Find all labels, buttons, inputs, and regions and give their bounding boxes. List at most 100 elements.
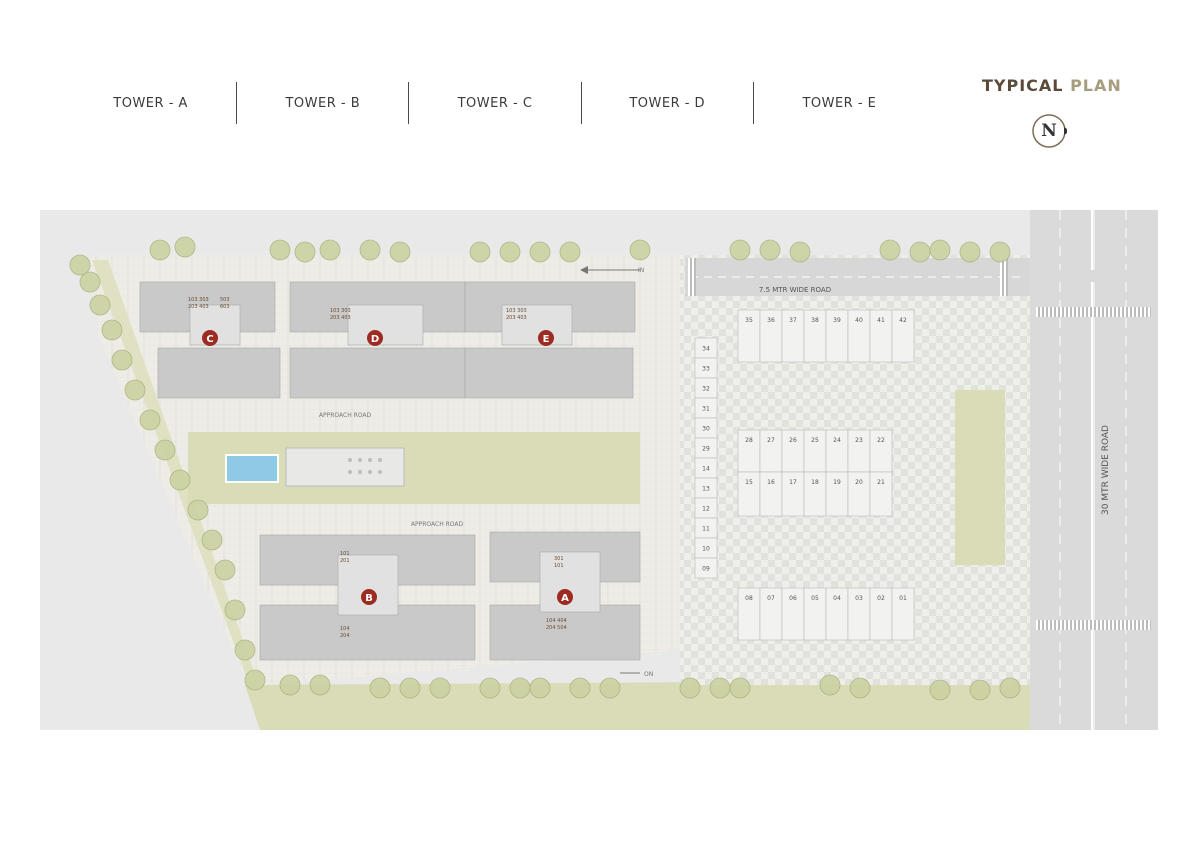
shop-number: 26: [789, 437, 797, 444]
tower-marker-c[interactable]: C: [202, 330, 218, 346]
shop-number: 09: [702, 566, 710, 573]
tree-icon: [309, 674, 331, 696]
tree-icon: [124, 379, 146, 401]
tower-c-block: [139, 281, 281, 399]
tree-icon: [187, 499, 209, 521]
shop-number: 17: [789, 479, 797, 486]
title-word-typical: TYPICAL: [982, 76, 1064, 95]
tree-icon: [989, 241, 1011, 263]
svg-text:204 504: 204 504: [546, 625, 567, 631]
road-7-5m-label: 7.5 MTR WIDE ROAD: [759, 286, 831, 294]
tree-icon: [709, 677, 731, 699]
tower-b-block: [259, 534, 476, 661]
tab-tower-a[interactable]: TOWER - A: [65, 82, 238, 124]
south-lawn: [245, 680, 1030, 730]
tab-tower-d[interactable]: TOWER - D: [582, 82, 754, 124]
svg-text:201: 201: [340, 558, 350, 564]
shop-number: 04: [833, 595, 841, 602]
title-word-plan: PLAN: [1070, 76, 1122, 95]
shop-number: 07: [767, 595, 775, 602]
tab-tower-b[interactable]: TOWER - B: [237, 82, 410, 124]
shop-number: 18: [811, 479, 819, 486]
shop-number: 10: [702, 546, 710, 553]
north-compass-icon: [1032, 114, 1067, 148]
tower-tabs: TOWER - A TOWER - B TOWER - C TOWER - D …: [65, 82, 925, 124]
tower-marker-b[interactable]: B: [361, 589, 377, 605]
exit-arrow-south: ON: [620, 671, 653, 678]
tree-icon: [469, 241, 491, 263]
shop-unit[interactable]: [694, 557, 718, 579]
shop-number: 02: [877, 595, 885, 602]
compass-letter: N: [1041, 121, 1057, 141]
svg-text:204: 204: [340, 633, 350, 639]
svg-text:103 303: 103 303: [506, 308, 527, 314]
tree-icon: [529, 241, 551, 263]
clubhouse: [285, 447, 405, 487]
tree-icon: [139, 409, 161, 431]
tree-icon: [789, 241, 811, 263]
tab-tower-c[interactable]: TOWER - C: [409, 82, 582, 124]
svg-text:103 303: 103 303: [188, 297, 209, 303]
tree-icon: [499, 241, 521, 263]
shop-number: 39: [833, 317, 841, 324]
svg-text:104 404: 104 404: [546, 618, 567, 624]
shop-number: 33: [702, 366, 710, 373]
tree-icon: [759, 239, 781, 261]
svg-text:503: 503: [220, 297, 230, 303]
entry-arrow-north: IN: [580, 266, 644, 274]
tree-icon: [69, 254, 91, 276]
shop-number: 16: [767, 479, 775, 486]
tree-icon: [399, 677, 421, 699]
svg-text:203 403: 203 403: [188, 304, 209, 310]
shop-number: 38: [811, 317, 819, 324]
shop-unit[interactable]: [891, 587, 915, 641]
tab-tower-e[interactable]: TOWER - E: [802, 95, 877, 111]
trees: [69, 236, 1021, 701]
shop-number: 11: [702, 526, 710, 533]
shop-number: 34: [702, 346, 710, 353]
tower-marker-d[interactable]: D: [367, 330, 383, 346]
shop-number: 05: [811, 595, 819, 602]
shop-number: 08: [745, 595, 753, 602]
shop-number: 23: [855, 437, 863, 444]
clubhouse-seating: [348, 458, 382, 474]
shop-number: 01: [899, 595, 907, 602]
tree-icon: [154, 439, 176, 461]
tower-marker-b-label: B: [365, 593, 373, 604]
tower-marker-a[interactable]: A: [557, 589, 573, 605]
shop-number: 36: [767, 317, 775, 324]
tree-icon: [909, 241, 931, 263]
tree-icon: [111, 349, 133, 371]
tree-icon: [729, 677, 751, 699]
svg-text:203 403: 203 403: [506, 315, 527, 321]
tower-marker-e[interactable]: E: [538, 330, 554, 346]
tree-icon: [679, 677, 701, 699]
shop-unit[interactable]: [891, 309, 915, 363]
svg-text:101: 101: [340, 551, 350, 557]
shop-unit[interactable]: [869, 471, 893, 517]
tree-icon: [969, 679, 991, 701]
tree-icon: [369, 677, 391, 699]
tree-icon: [389, 241, 411, 263]
shop-number: 32: [702, 386, 710, 393]
tree-icon: [89, 294, 111, 316]
shop-number: 37: [789, 317, 797, 324]
tree-icon: [214, 559, 236, 581]
tree-icon: [819, 674, 841, 696]
tree-icon: [101, 319, 123, 341]
tree-icon: [569, 677, 591, 699]
tree-icon: [234, 639, 256, 661]
shop-number: 21: [877, 479, 885, 486]
tower-a-block: [489, 531, 641, 661]
approach-road-label-north: APPROACH ROAD: [319, 412, 372, 419]
shop-number: 27: [767, 437, 775, 444]
tree-icon: [244, 669, 266, 691]
svg-text:104: 104: [340, 626, 350, 632]
shop-number: 03: [855, 595, 863, 602]
tree-icon: [509, 677, 531, 699]
approach-road-label-south: APPROACH ROAD: [411, 521, 464, 528]
